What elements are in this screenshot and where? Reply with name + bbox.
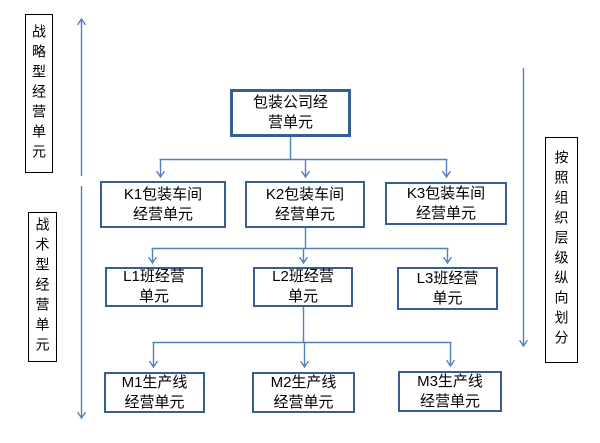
node-l3: L3班经营 单元 xyxy=(397,267,498,310)
node-l1-line1: L1班经营 xyxy=(123,268,185,285)
label-strategic-unit: 战略型经营单元 xyxy=(25,14,53,173)
node-m1-line1: M1生产线 xyxy=(121,373,188,391)
node-m1: M1生产线 经营单元 xyxy=(104,372,205,413)
node-k2-line1: K2包装车间 xyxy=(265,185,345,203)
node-k2-line2: 经营单元 xyxy=(274,205,335,223)
node-l2-line1: L2班经营 xyxy=(272,268,334,285)
node-root-line2: 营单元 xyxy=(267,114,313,131)
node-l1: L1班经营 单元 xyxy=(105,267,203,307)
node-m2-line1: M2生产线 xyxy=(270,373,337,391)
node-m2-line2: 经营单元 xyxy=(273,393,334,411)
node-l2: L2班经营 单元 xyxy=(253,267,353,307)
node-k3-line2: 经营单元 xyxy=(415,204,476,222)
node-l3-line1: L3班经营 xyxy=(416,269,479,287)
node-m1-line2: 经营单元 xyxy=(124,393,185,411)
node-k2: K2包装车间 经营单元 xyxy=(245,181,365,228)
node-l1-line2: 单元 xyxy=(138,288,169,305)
node-m3: M3生产线 经营单元 xyxy=(398,371,502,412)
node-l2-line2: 单元 xyxy=(287,288,318,305)
node-k3: K3包装车间 经营单元 xyxy=(385,182,507,225)
node-l3-line2: 单元 xyxy=(432,289,463,307)
node-m3-line1: M3生产线 xyxy=(417,372,483,390)
node-root: 包装公司经 营单元 xyxy=(230,89,351,137)
node-k1-line2: 经营单元 xyxy=(132,205,193,223)
node-k3-line1: K3包装车间 xyxy=(406,184,486,202)
node-k1-line1: K1包装车间 xyxy=(123,185,203,203)
label-tactical-unit: 战术型经营单元 xyxy=(28,212,57,362)
node-root-line1: 包装公司经 xyxy=(252,94,328,111)
node-m3-line2: 经营单元 xyxy=(419,392,480,410)
node-k1: K1包装车间 经营单元 xyxy=(100,181,226,228)
node-m2: M2生产线 经营单元 xyxy=(252,372,355,413)
label-right-note: 按照组织层级纵向划分 xyxy=(545,137,578,363)
